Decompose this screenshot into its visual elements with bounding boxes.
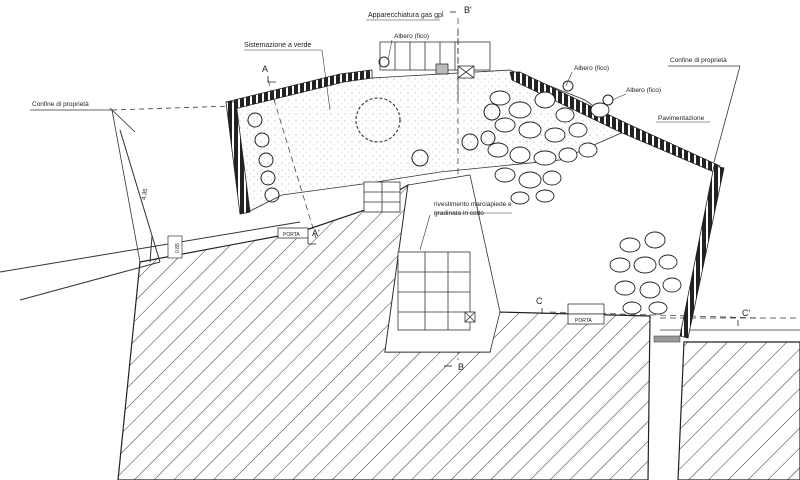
gray-strip (653, 335, 681, 343)
label-tree-fig-2: Albero (fico) (574, 65, 609, 72)
dim-label-width: 4.35 (141, 187, 149, 200)
label-paving: Pavimentazione (658, 115, 705, 122)
section-marker-a-prime: A' (307, 228, 320, 245)
section-marker-b: B (444, 362, 464, 372)
section-marker-c: C (536, 296, 543, 314)
property-line-right (660, 65, 800, 331)
garden-shrubs (247, 56, 614, 203)
stone-paving (487, 90, 682, 315)
leader-lines (244, 19, 710, 251)
section-marker-a: A (262, 64, 276, 83)
dimension-marks: 0.85 4.35 (141, 187, 183, 259)
dim-label-small: 0.85 (175, 243, 181, 253)
door-right: PORTA (567, 303, 605, 325)
label-cladding-line2: gradinata in cotto (434, 210, 484, 217)
section-b-prime-label: B' (464, 5, 472, 15)
door-left: PORTA (277, 227, 309, 239)
section-a-prime-label: A' (312, 228, 320, 238)
section-c-label: C (536, 296, 543, 306)
door-label-2: PORTA (575, 318, 592, 324)
section-marker-b-prime: B' (450, 5, 472, 15)
section-marker-c-prime: C' (737, 308, 750, 326)
door-label-1: PORTA (283, 232, 300, 238)
central-stairs (363, 174, 501, 353)
label-cladding-line1: rivestimento marciapiede e (434, 201, 512, 208)
label-tree-fig-1: Albero (fico) (394, 33, 429, 40)
street-lines (0, 129, 301, 301)
top-stairs (379, 30, 491, 100)
label-green-area: Sistemazione a verde (244, 42, 311, 49)
brick-walls (225, 69, 725, 339)
property-line-left (30, 105, 233, 263)
section-c-prime-label: C' (742, 308, 750, 318)
label-gas-equipment: Apparecchiatura gas gpl (368, 12, 444, 19)
building-hatched-area (117, 183, 800, 480)
label-tree-fig-3: Albero (fico) (626, 87, 661, 94)
label-property-line-right: Confine di proprietà (670, 57, 727, 64)
label-property-line-left: Confine di proprietà (32, 101, 89, 108)
section-b-label: B (458, 362, 464, 372)
section-a-label: A (262, 64, 268, 74)
